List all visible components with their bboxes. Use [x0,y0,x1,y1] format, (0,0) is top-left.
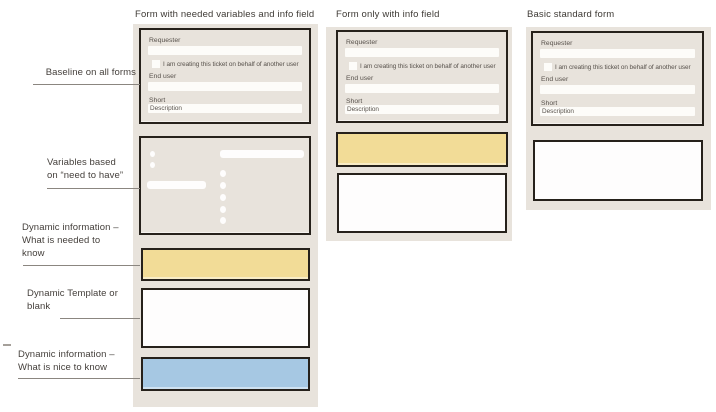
end-user-label: End user [149,73,177,80]
requester-label: Requester [149,37,181,44]
annotation-nice-info: Dynamic information – What is nice to kn… [18,349,115,373]
behalf-checkbox-label: I am creating this ticket on behalf of a… [555,63,691,71]
variables-box [139,136,311,235]
needed-info-block [141,248,310,281]
short-description-input[interactable]: Description [345,105,499,114]
placeholder-dot [220,170,226,177]
form-3-title: Basic standard form [527,9,615,20]
form-2-title: Form only with info field [336,9,440,20]
annotation-dash [3,344,11,346]
behalf-checkbox[interactable] [544,63,552,71]
end-user-input[interactable] [540,85,695,94]
placeholder-dot [150,151,155,157]
form-1-title: Form with needed variables and info fiel… [135,9,315,20]
placeholder-dot [220,206,226,213]
behalf-checkbox-label: I am creating this ticket on behalf of a… [360,62,496,70]
end-user-input[interactable] [345,84,499,93]
annotation-template: Dynamic Template or blank [27,288,118,312]
placeholder-bar [220,150,304,158]
behalf-checkbox[interactable] [152,60,160,68]
annotation-connector-line [60,318,140,319]
placeholder-bar [147,181,206,189]
template-block [533,140,703,201]
form-2-panel: Requester I am creating this ticket on b… [326,27,512,241]
short-description-input[interactable]: Description [148,104,302,113]
baseline-box: Requester I am creating this ticket on b… [531,31,704,126]
end-user-label: End user [541,76,569,83]
short-label: Short [541,100,558,107]
form-1-panel: Requester I am creating this ticket on b… [133,24,318,407]
short-label: Short [149,97,166,104]
template-block [141,288,310,348]
requester-input[interactable] [345,48,499,57]
requester-input[interactable] [540,49,695,58]
behalf-checkbox-label: I am creating this ticket on behalf of a… [163,60,299,68]
end-user-input[interactable] [148,82,302,91]
form-3-panel: Requester I am creating this ticket on b… [526,27,711,210]
requester-label: Requester [541,40,573,47]
baseline-box: Requester I am creating this ticket on b… [336,30,508,123]
placeholder-dot [220,182,226,189]
annotation-needed-info: Dynamic information – What is needed to … [22,222,119,259]
nice-info-block [141,357,310,391]
short-label: Short [346,98,363,105]
behalf-checkbox[interactable] [349,62,357,70]
placeholder-dot [220,217,226,224]
annotation-connector-line [47,188,140,189]
annotation-variables: Variables based on “need to have” [47,157,124,181]
baseline-box: Requester I am creating this ticket on b… [139,28,311,124]
requester-input[interactable] [148,46,302,55]
annotation-baseline: Baseline on all forms [45,67,136,78]
annotation-connector-line [33,84,140,85]
annotation-connector-line [18,378,140,379]
needed-info-block [336,132,508,167]
template-block [337,173,507,233]
end-user-label: End user [346,75,374,82]
placeholder-dot [150,162,155,168]
short-description-input[interactable]: Description [540,107,695,116]
requester-label: Requester [346,39,378,46]
annotation-connector-line [23,265,140,266]
placeholder-dot [220,194,226,201]
